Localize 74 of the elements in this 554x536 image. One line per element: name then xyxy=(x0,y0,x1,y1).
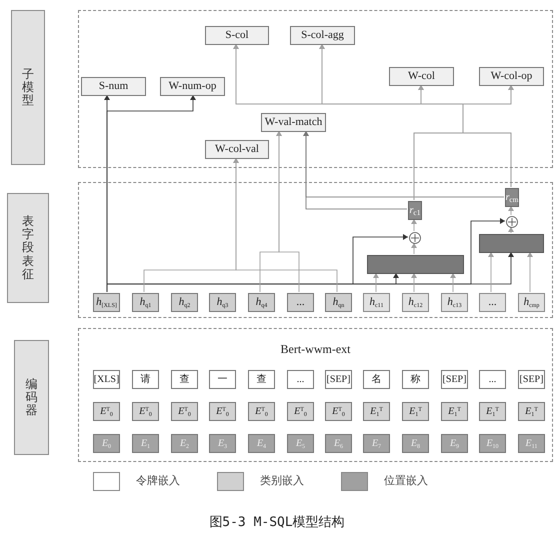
submodel-box: W-num-op xyxy=(160,77,225,96)
token-box: [SEP] xyxy=(518,370,545,389)
position-embedding-box: E$_{5}$ xyxy=(287,434,314,453)
submodel-box: W-col-op xyxy=(479,67,544,86)
hidden-state-box: h$_{q2}$ xyxy=(171,293,198,312)
position-embedding-box: E$_{1}$ xyxy=(132,434,159,453)
hidden-state-box: h$_{c11}$ xyxy=(363,293,390,312)
token-box: [XLS] xyxy=(93,370,120,389)
hidden-state-box: h$_{c13}$ xyxy=(441,293,468,312)
connector-arrow xyxy=(508,226,514,234)
connector-arrow xyxy=(462,84,514,188)
token-box: 一 xyxy=(209,370,236,389)
position-embedding-box: E$_{7}$ xyxy=(363,434,390,453)
position-embedding-box: E$_{2}$ xyxy=(171,434,198,453)
legend-label: 令牌嵌入 xyxy=(136,474,180,490)
submodel-box: S-col xyxy=(205,26,269,45)
connector-arrow xyxy=(373,272,379,292)
sum-symbol xyxy=(409,232,421,244)
connector-arrow xyxy=(488,252,494,292)
submodel-box: W-val-match xyxy=(261,113,326,132)
token-box: 名 xyxy=(363,370,390,389)
hidden-state-box: ... xyxy=(479,293,506,312)
position-embedding-box: E$_{6}$ xyxy=(325,434,352,453)
dashed-panel xyxy=(78,182,553,318)
layer-bar xyxy=(367,255,464,274)
hidden-state-box: h$_{[XLS]}$ xyxy=(93,293,120,312)
connector-arrow xyxy=(411,242,417,254)
hidden-state-box: h$_{q1}$ xyxy=(132,293,159,312)
dashed-panel xyxy=(78,10,553,168)
legend-label: 类别嵌入 xyxy=(260,474,304,490)
connector-arrow xyxy=(527,252,533,292)
section-label: 表字段表征 xyxy=(7,193,49,303)
connector-arrow xyxy=(411,218,417,232)
token-box: [SEP] xyxy=(441,370,468,389)
section-label: 编码器 xyxy=(14,340,49,455)
connector-arrow xyxy=(450,272,456,292)
position-embedding-box: E$_{3}$ xyxy=(209,434,236,453)
connector-arrow xyxy=(303,130,504,198)
hidden-state-box: h$_{c12}$ xyxy=(402,293,429,312)
position-embedding-box: E$_{9}$ xyxy=(441,434,468,453)
position-embedding-box: E$_{10}$ xyxy=(479,434,506,453)
token-box: 查 xyxy=(248,370,275,389)
token-box: 请 xyxy=(132,370,159,389)
position-embedding-box: E$_{4}$ xyxy=(248,434,275,453)
hidden-state-box: h$_{qn}$ xyxy=(325,293,352,312)
position-embedding-box: E$_{0}$ xyxy=(93,434,120,453)
hidden-state-box: h$_{cmp}$ xyxy=(518,293,545,312)
submodel-box: S-col-agg xyxy=(290,26,355,45)
position-embedding-box: E$_{8}$ xyxy=(402,434,429,453)
hidden-state-box: h$_{q4}$ xyxy=(248,293,275,312)
panel-heading: Bert-wwm-ext xyxy=(280,341,352,358)
layer-bar xyxy=(479,234,544,253)
token-box: 称 xyxy=(402,370,429,389)
connector-arrow xyxy=(508,206,514,216)
token-box: 查 xyxy=(171,370,198,389)
connector-arrow xyxy=(233,158,338,292)
token-box: ... xyxy=(479,370,506,389)
submodel-box: W-col xyxy=(389,67,454,86)
position-embedding-box: E$_{11}$ xyxy=(518,434,545,453)
sum-symbol xyxy=(506,216,518,228)
section-label: 子模型 xyxy=(11,10,45,165)
hidden-state-box: h$_{q3}$ xyxy=(209,293,236,312)
token-box: ... xyxy=(287,370,314,389)
submodel-box: S-num xyxy=(81,77,146,96)
legend-label: 位置嵌入 xyxy=(384,474,428,490)
token-box: [SEP] xyxy=(325,370,352,389)
connector-arrow xyxy=(411,272,417,292)
dashed-panel xyxy=(78,328,553,462)
hidden-state-box: ... xyxy=(287,293,314,312)
connector-arrow xyxy=(276,130,300,292)
vector-box: r$_{cm}$ xyxy=(505,188,519,207)
vector-box: r$_{c1}$ xyxy=(408,201,422,220)
figure-caption: 图5-3 M-SQL模型结构 xyxy=(208,514,346,532)
submodel-box: W-col-val xyxy=(205,140,269,159)
